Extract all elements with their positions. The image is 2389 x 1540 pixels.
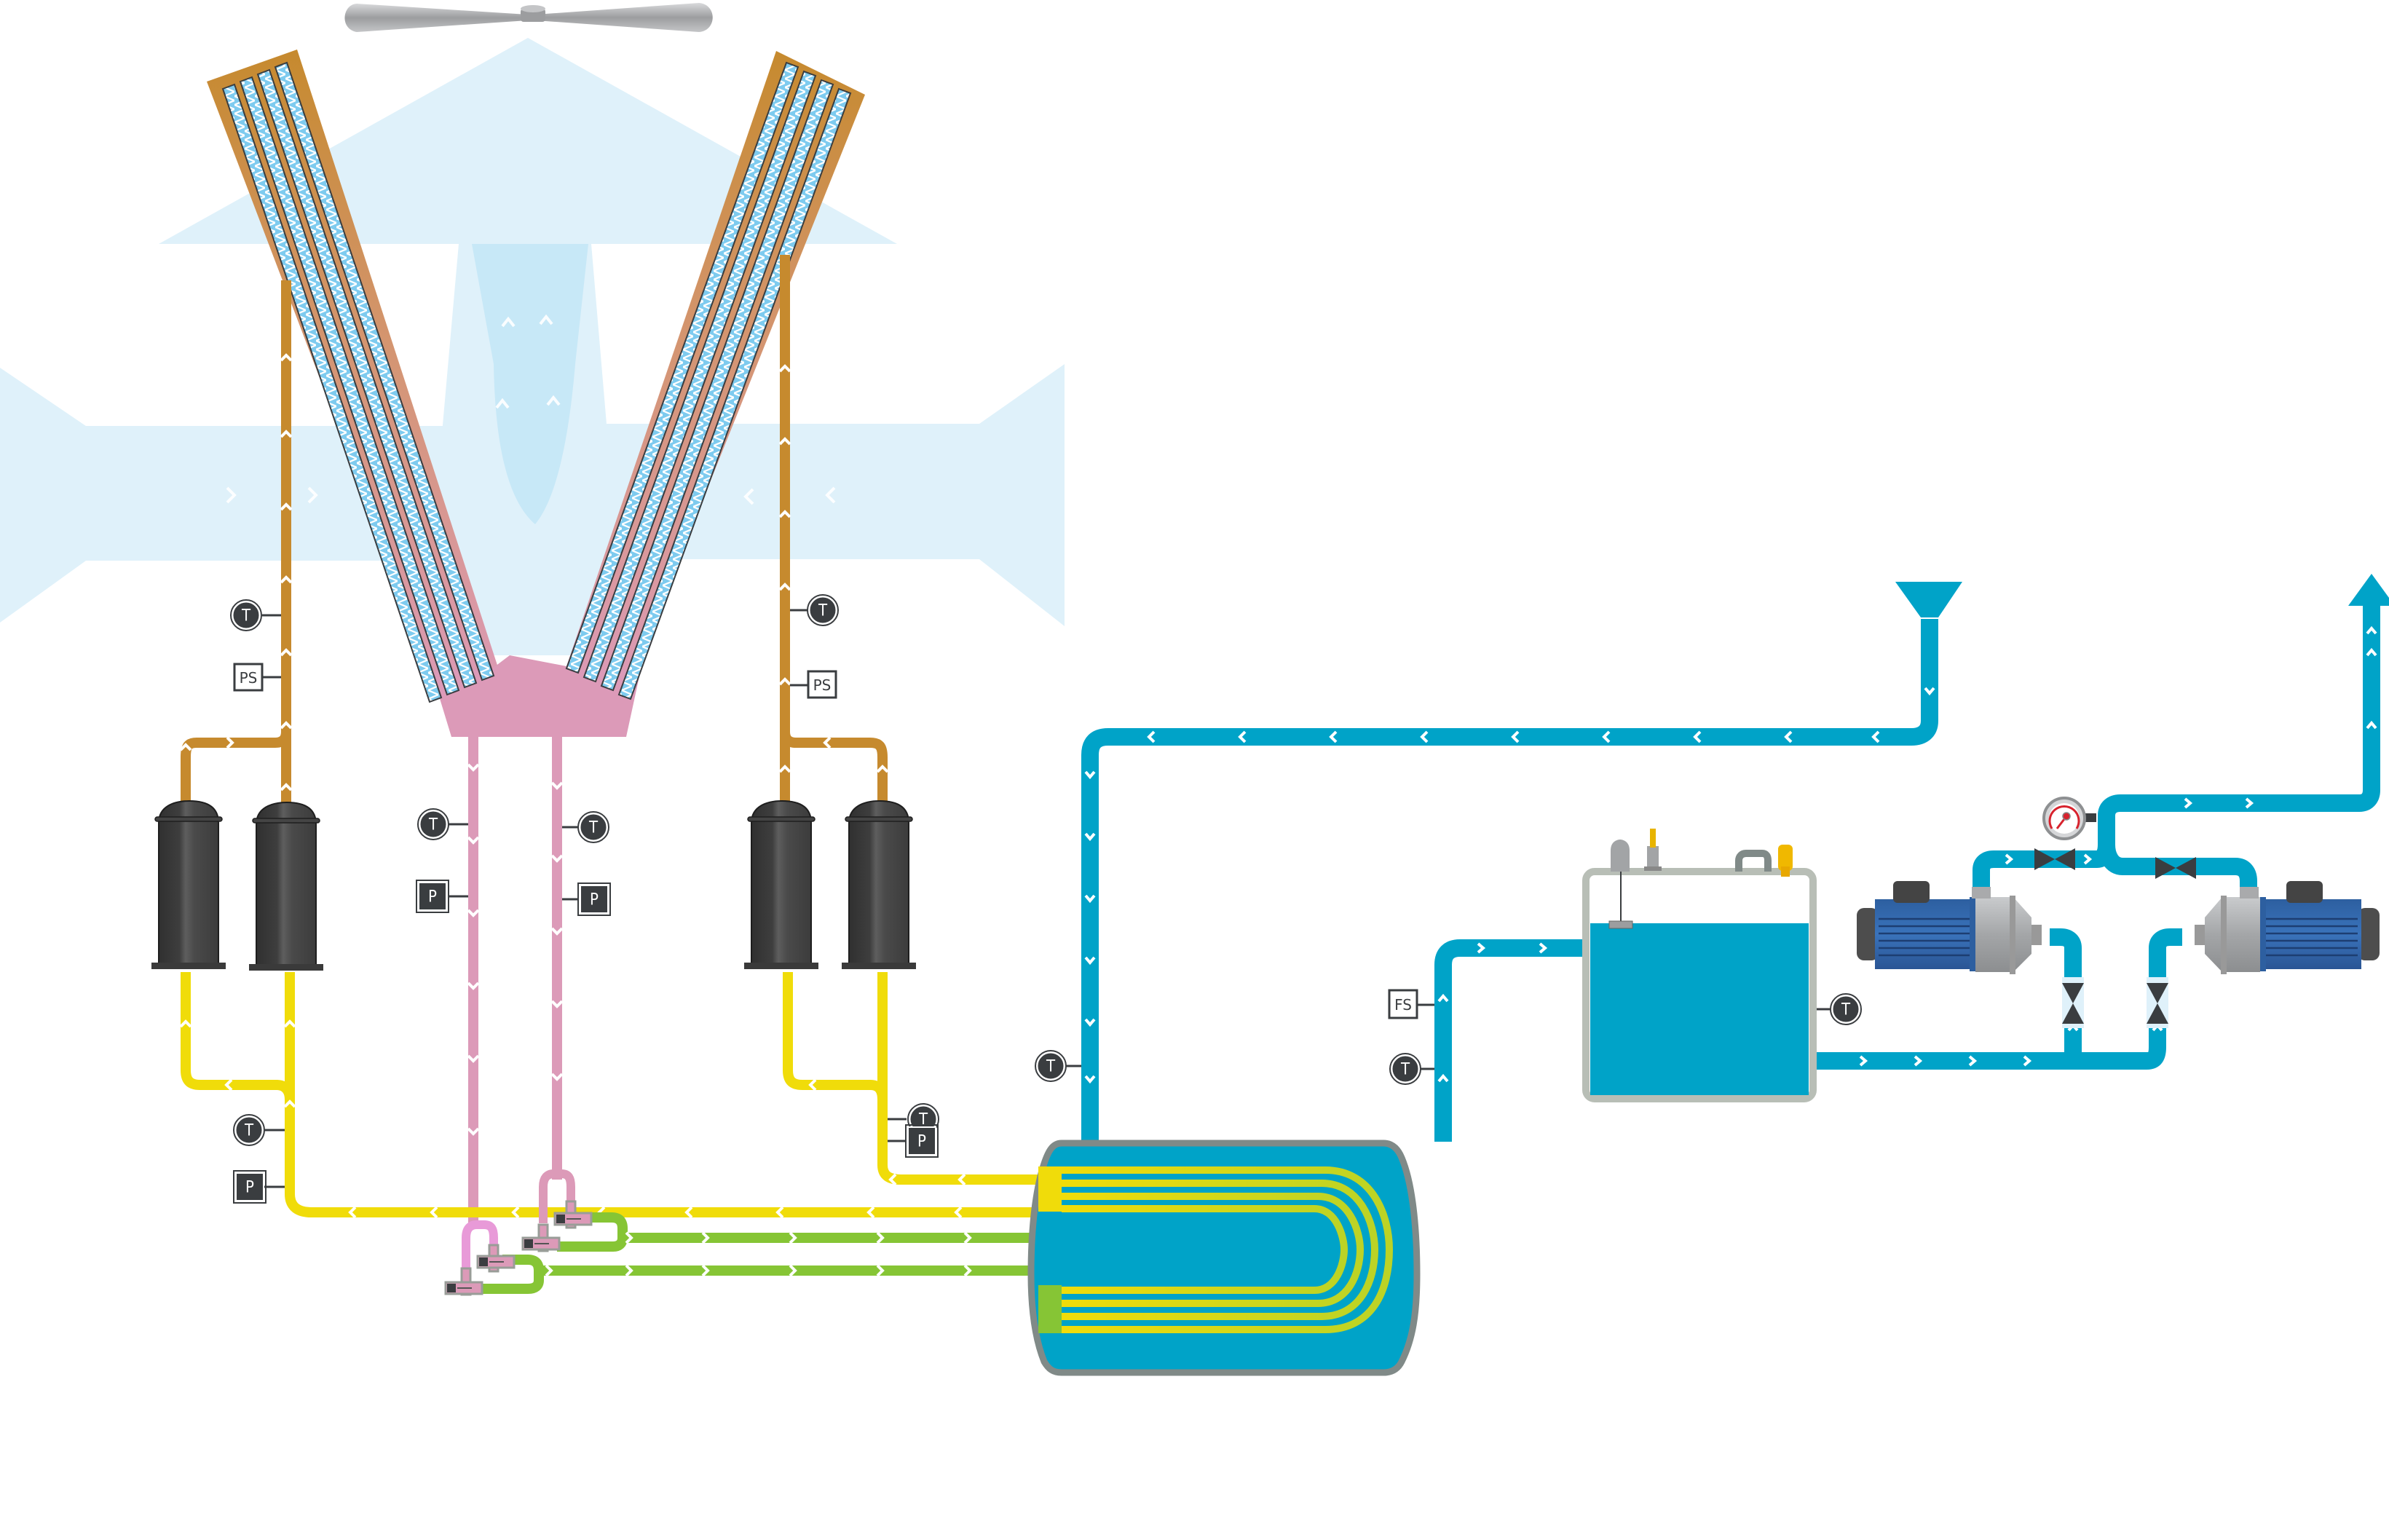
air-vent-icon — [1778, 845, 1793, 877]
sensor-label: T — [428, 816, 438, 834]
sensor-tank-temp[interactable]: T — [1830, 993, 1862, 1025]
outlet-arrow-icon — [2348, 574, 2389, 606]
pressure-flow-switches: PS PS FS — [233, 663, 1418, 1019]
expansion-valve-1b — [444, 1267, 483, 1296]
sensor-label: P — [245, 1179, 254, 1197]
expansion-valve-2b — [521, 1223, 561, 1252]
hot-gas-flow-chevrons — [179, 353, 889, 791]
airflow-chevrons — [226, 314, 836, 505]
pump-right — [2195, 881, 2380, 974]
sensor-liquid-line-2-pressure[interactable]: P — [577, 882, 611, 916]
liquid-flow-chevrons — [467, 763, 564, 1136]
valve-suction-left — [2062, 977, 2084, 1028]
compressor-group-left — [151, 799, 323, 971]
sensor-label: T — [1841, 1001, 1851, 1019]
sensor-liquid-line-2-temp[interactable]: T — [577, 811, 609, 843]
condenser-fan-icon — [344, 3, 713, 32]
expansion-valve-1a — [476, 1244, 516, 1273]
compressor-4 — [842, 799, 916, 969]
sensor-water-return-temp[interactable]: T — [1035, 1050, 1067, 1082]
sensor-label: T — [818, 602, 828, 620]
expansion-valve-2a — [553, 1200, 593, 1229]
sensor-left-discharge-pressure-switch[interactable]: PS — [233, 663, 264, 692]
sensor-left-suction-temp[interactable]: T — [233, 1114, 265, 1146]
pressure-gauge-icon — [2042, 797, 2096, 840]
compressor-2 — [249, 801, 323, 971]
coil-tubes-left — [221, 61, 495, 703]
sensor-label: PS — [813, 676, 832, 694]
valve-discharge-right — [2155, 857, 2196, 879]
shell-and-tube-evaporator — [1027, 1140, 1421, 1376]
valve-suction-right — [2147, 977, 2168, 1028]
sensor-water-flow-switch[interactable]: FS — [1388, 989, 1418, 1019]
valve-discharge-left — [2034, 848, 2075, 870]
suction-lines — [179, 836, 1063, 1219]
compressor-3 — [744, 799, 818, 969]
sensor-label: T — [244, 1122, 254, 1140]
sensor-label: P — [917, 1133, 926, 1151]
sensor-label: T — [588, 819, 599, 837]
sensor-leads — [262, 609, 1835, 1188]
level-sensor-icon — [1608, 840, 1633, 929]
evaporator-suction-tubes — [1038, 1166, 1394, 1333]
compressor-1 — [151, 799, 226, 969]
hot-gas-lines — [179, 255, 889, 812]
relief-valve-icon — [1644, 829, 1662, 871]
pressure-transducers: P P P P — [233, 880, 939, 1204]
sensor-label: PS — [240, 669, 258, 687]
sensor-label: FS — [1394, 996, 1412, 1014]
airflow-right-arrow — [979, 364, 1065, 626]
sensor-liquid-line-1-pressure[interactable]: P — [416, 880, 449, 913]
sensor-liquid-line-1-temp[interactable]: T — [417, 808, 449, 840]
evaporator-two-phase-tubes — [1038, 1285, 1325, 1333]
sensor-label: T — [1046, 1058, 1056, 1076]
airflow-plume — [472, 244, 588, 524]
isolation-valves — [2034, 848, 2196, 1028]
sensor-label: P — [590, 891, 599, 909]
vent-fitting-icon — [1735, 850, 1772, 872]
two-phase-lines — [466, 1212, 1063, 1294]
compressor-group-right — [744, 799, 916, 969]
temperature-sensors: T T T T T T T — [230, 594, 1862, 1146]
liquid-lines — [467, 735, 564, 1227]
expansion-valves — [444, 1169, 593, 1296]
buffer-tank — [1582, 829, 1817, 1102]
airflow-background — [0, 38, 1065, 655]
sensor-label: P — [428, 888, 437, 907]
chilled-water-lines — [1081, 574, 2389, 1142]
sensor-water-supply-temp[interactable]: T — [1389, 1053, 1421, 1085]
sensor-left-suction-pressure[interactable]: P — [233, 1170, 266, 1204]
coil-tubes-right — [565, 61, 852, 700]
sensor-right-discharge-pressure-switch[interactable]: PS — [807, 670, 837, 699]
sensor-label: T — [1400, 1061, 1410, 1079]
pump-left — [1857, 881, 2042, 974]
airflow-left-band — [86, 426, 559, 561]
inlet-funnel-icon — [1895, 582, 1962, 617]
sensor-label: T — [241, 607, 251, 625]
water-flow-chevrons — [1084, 625, 2377, 1084]
sensor-left-discharge-temp[interactable]: T — [230, 599, 262, 631]
sensor-right-discharge-temp[interactable]: T — [807, 594, 839, 626]
v-coil-condenser — [207, 50, 865, 737]
sensor-right-suction-pressure[interactable]: P — [905, 1124, 939, 1158]
sensor-label: T — [918, 1111, 928, 1129]
two-phase-flow-chevrons — [545, 1231, 972, 1277]
